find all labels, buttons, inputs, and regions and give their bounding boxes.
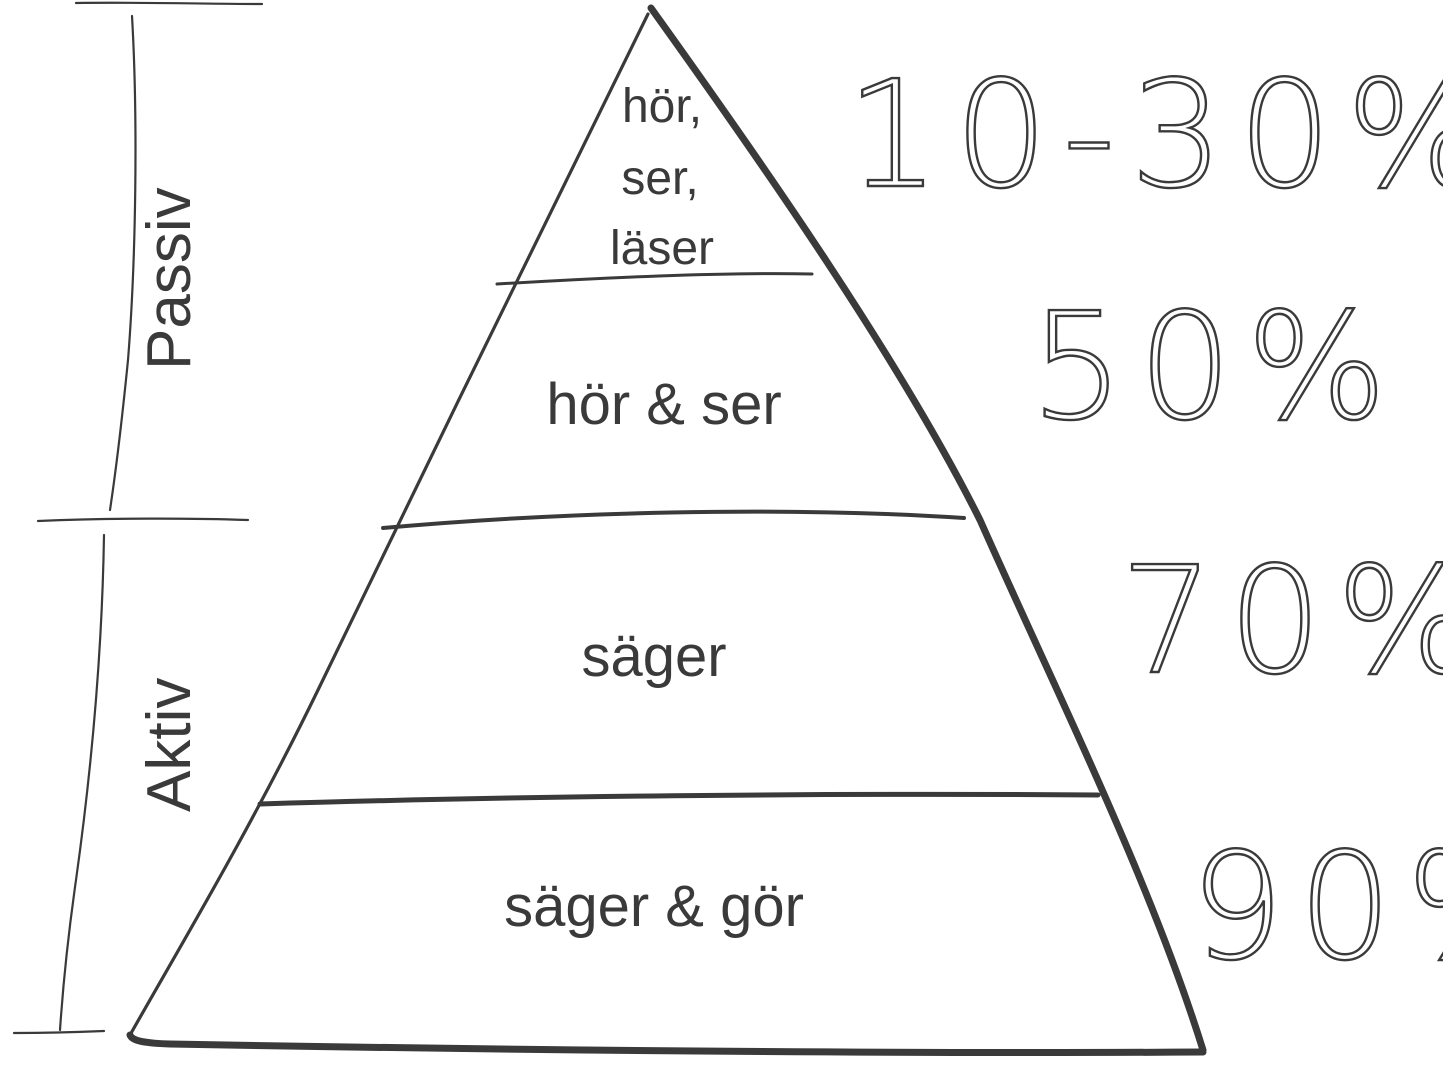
level-2-label: hör & ser — [546, 372, 781, 437]
pyramid-right-edge — [647, 4, 1207, 1054]
scale-middle-tick — [36, 517, 250, 523]
level-3-percent: 70% — [1120, 535, 1443, 707]
pyramid-left-edge — [128, 12, 650, 1037]
pyramid — [126, 4, 1207, 1057]
active-bracket — [58, 533, 106, 1032]
level-4-label: säger & gör — [504, 874, 804, 939]
level-1-percent: 10-30% — [846, 49, 1443, 221]
passive-label: Passiv — [135, 187, 204, 370]
divider-line-1 — [495, 272, 814, 286]
active-label: Aktiv — [135, 678, 204, 812]
level-2-percent: 50% — [1030, 281, 1401, 453]
level-1-label-line-1: hör, — [622, 80, 702, 133]
divider-line-3 — [257, 791, 1101, 807]
level-3-label: säger — [581, 624, 726, 689]
level-1-label-line-2: ser, — [621, 152, 698, 205]
scale-top-tick — [74, 1, 264, 6]
side-scale: Passiv Aktiv — [12, 1, 264, 1035]
level-4-percent: 90% — [1190, 821, 1443, 993]
pyramid-base — [126, 1031, 1207, 1057]
percent-labels: 10-30% 50% 70% 90% — [845, 48, 1443, 994]
divider-line-2 — [381, 509, 966, 530]
level-labels: hör, ser, läser hör & ser säger säger & … — [504, 80, 804, 939]
level-1-label-line-3: läser — [610, 222, 714, 275]
scale-bottom-tick — [12, 1029, 106, 1035]
passive-bracket — [108, 14, 137, 512]
